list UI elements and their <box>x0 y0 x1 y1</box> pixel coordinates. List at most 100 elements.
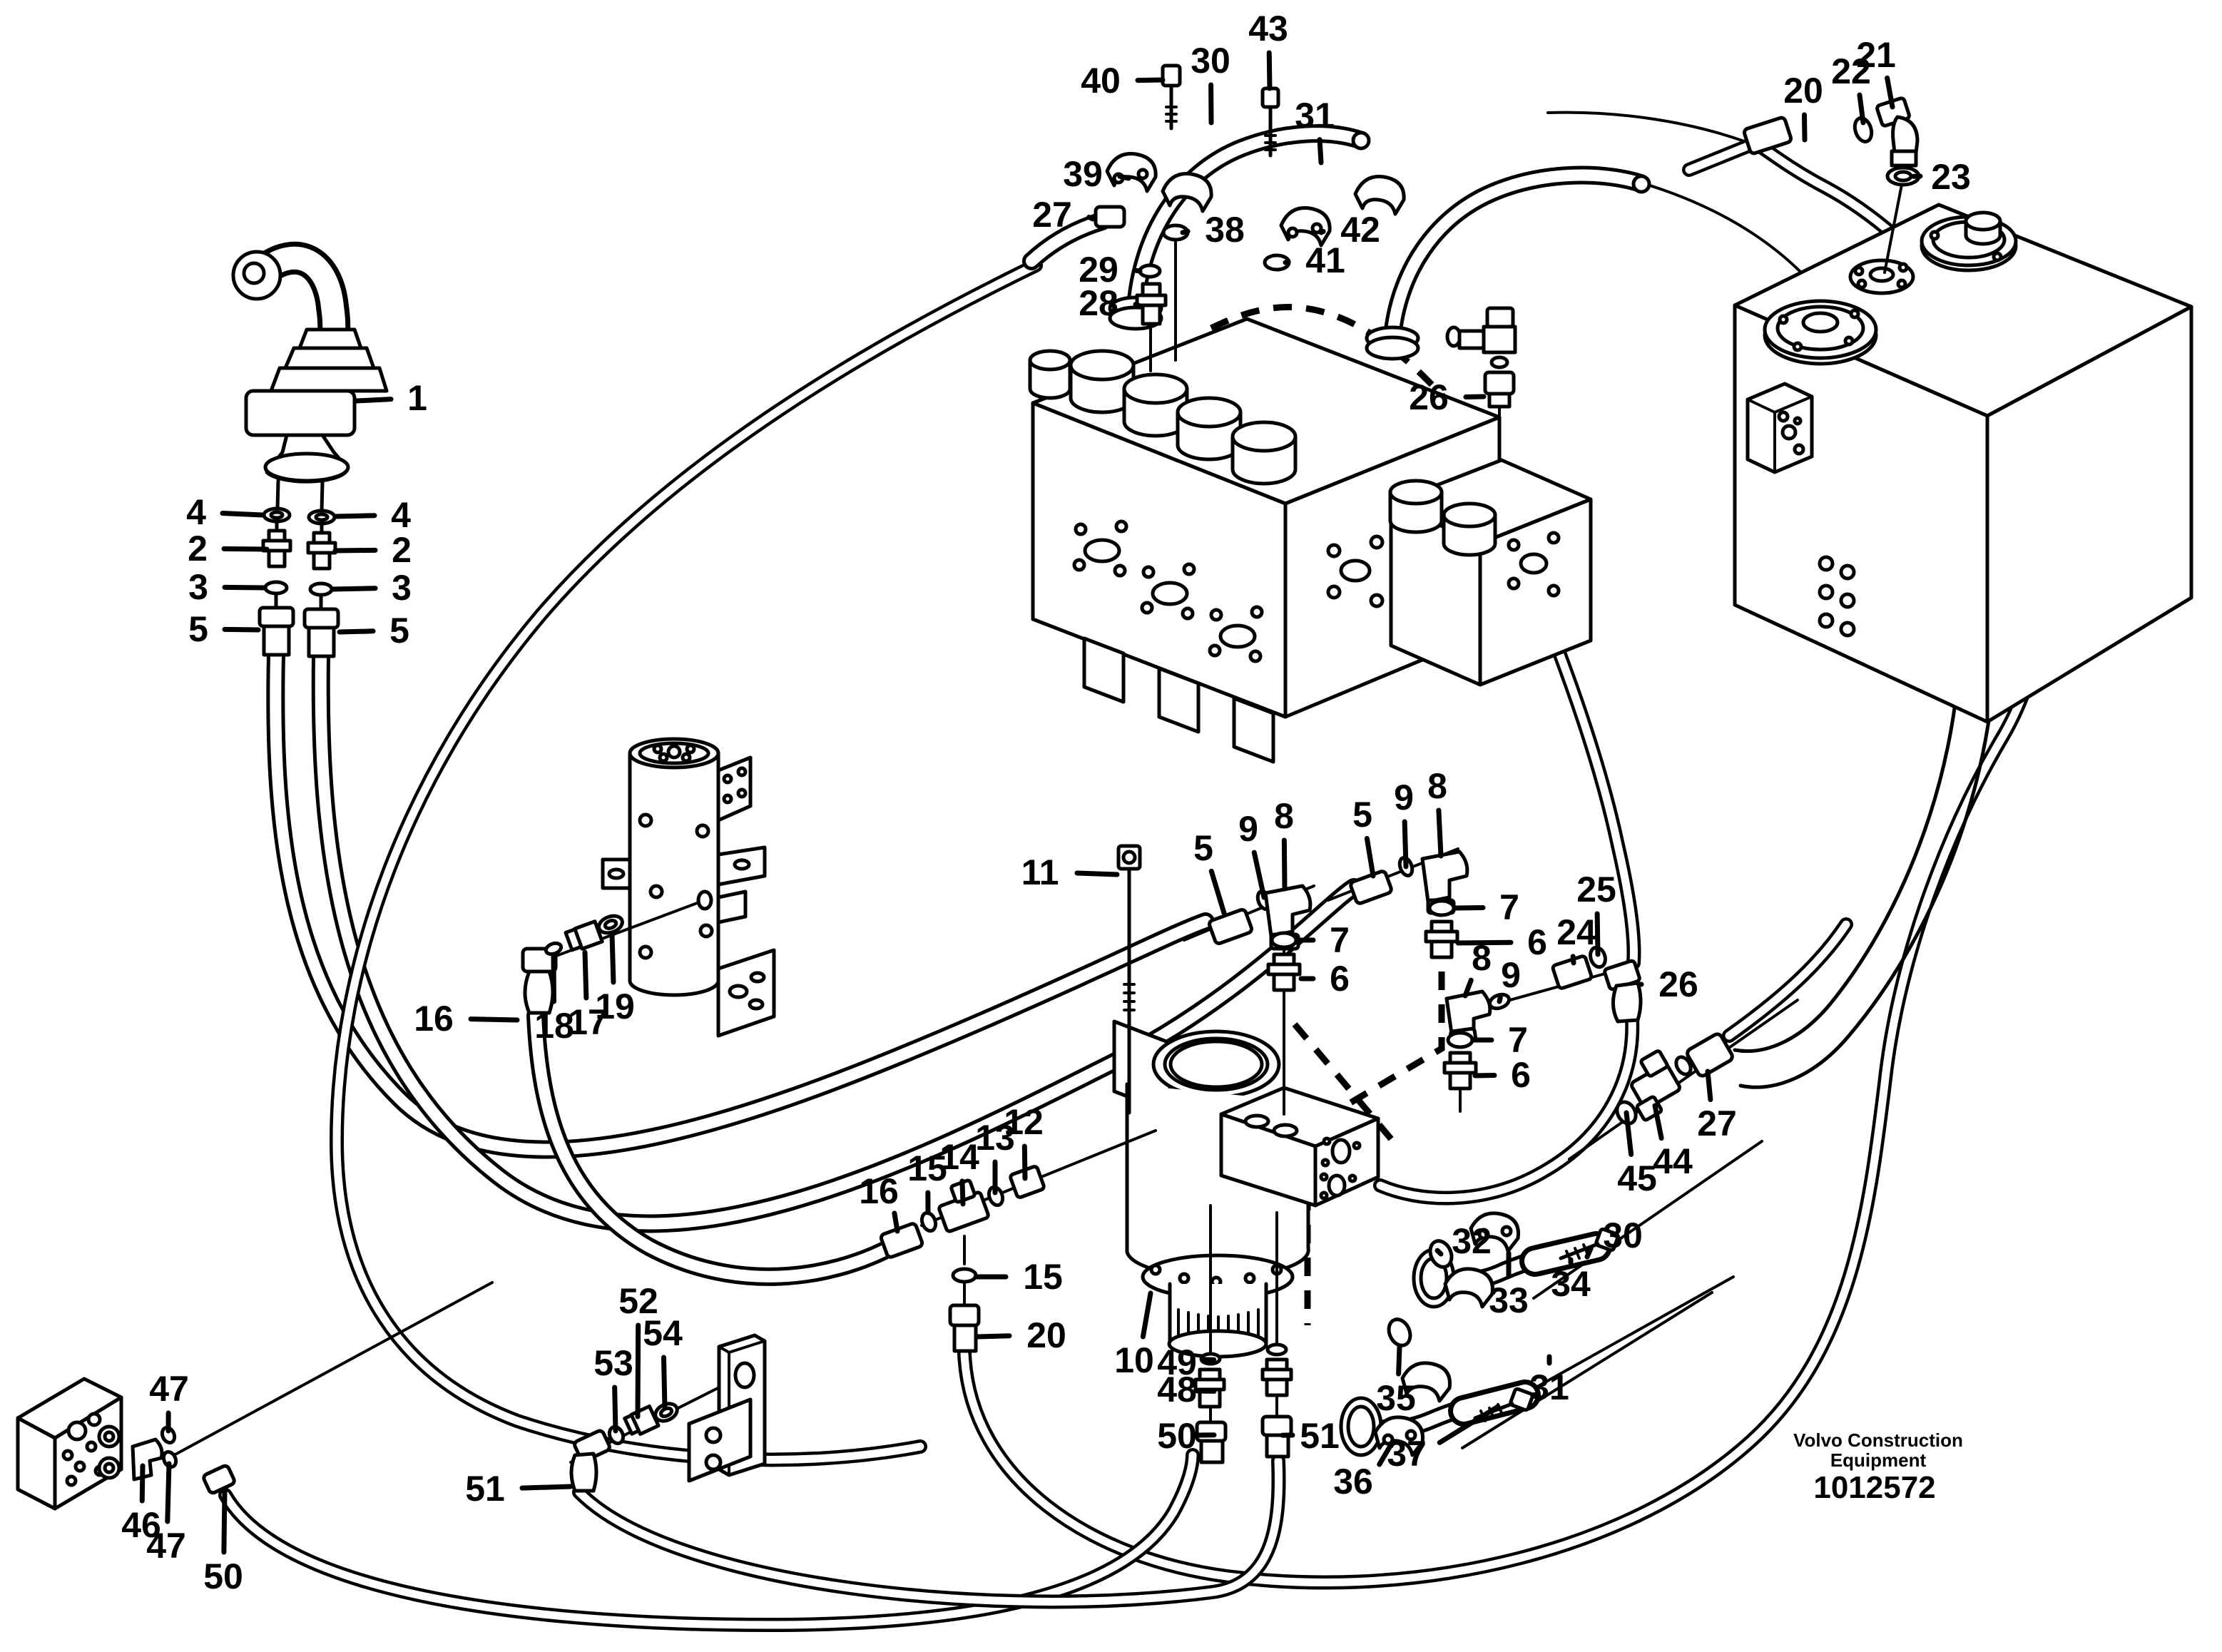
callout-45-label: 45 <box>1617 1158 1657 1198</box>
brand-line1: Volvo Construction <box>1793 1429 1963 1451</box>
callout-15: 15 <box>907 1148 947 1215</box>
callout-1-label: 1 <box>407 378 427 418</box>
callout-30: 30 <box>1584 1215 1643 1260</box>
callout-45: 45 <box>1617 1110 1657 1198</box>
callout-5-leader <box>1208 868 1227 916</box>
callout-29-label: 29 <box>1079 250 1118 290</box>
callout-33-label: 33 <box>1489 1280 1529 1320</box>
flange-clamp-42 <box>1279 175 1406 248</box>
callout-44-label: 44 <box>1653 1141 1693 1181</box>
clamp-33-lower <box>1443 1267 1494 1309</box>
callout-5-label: 5 <box>389 611 409 651</box>
callout-35-label: 35 <box>1376 1378 1416 1418</box>
callout-10-label: 10 <box>1114 1340 1154 1380</box>
callout-3-leader <box>330 586 378 592</box>
bolt-40 <box>1161 63 1182 131</box>
callout-8-label: 8 <box>1472 938 1492 978</box>
flange-hose-30 <box>1412 1140 1763 1309</box>
callout-44-leader <box>1652 1103 1664 1141</box>
footer-block: Volvo Construction Equipment 1012572 <box>1793 1429 1963 1505</box>
hose-routes <box>218 111 2056 1633</box>
callout-18-label: 18 <box>534 1006 574 1046</box>
motor-port-block <box>1219 1086 1380 1208</box>
callout-3-label: 3 <box>392 568 412 608</box>
callout-31-label: 31 <box>1295 96 1335 136</box>
valve-bottom-tabs <box>1082 636 1275 764</box>
callout-9-label: 9 <box>1238 809 1258 849</box>
callout-12-leader <box>1021 1143 1028 1181</box>
callout-30-leader <box>1584 1245 1594 1260</box>
callout-14: 14 <box>939 1137 979 1207</box>
callout-38: 38 <box>1180 210 1245 250</box>
figure-number: 1012572 <box>1813 1470 1935 1505</box>
callout-53: 53 <box>593 1343 633 1434</box>
callout-8-leader <box>1436 807 1444 859</box>
callout-27-label: 27 <box>1697 1103 1737 1143</box>
callout-7-label: 7 <box>1508 1020 1528 1060</box>
callout-3-label: 3 <box>188 567 208 607</box>
callout-26-label: 26 <box>1658 964 1698 1004</box>
callout-47-label: 47 <box>146 1526 186 1566</box>
flange-hose-31 <box>1339 1275 1735 1457</box>
callout-5: 5 <box>337 611 409 651</box>
callout-30-label: 30 <box>1191 41 1230 81</box>
callout-12: 12 <box>1004 1102 1044 1181</box>
callout-13-label: 13 <box>975 1118 1015 1158</box>
callout-26: 26 <box>1409 377 1487 417</box>
callout-42-leader <box>1318 228 1326 235</box>
tee-fitting-26-valve <box>1445 306 1517 458</box>
brand-line2: Equipment <box>1830 1449 1927 1471</box>
callout-6-label: 6 <box>1527 922 1547 962</box>
callout-6-label: 6 <box>1511 1055 1531 1095</box>
callout-27-leader <box>1086 215 1096 222</box>
callout-50: 50 <box>1157 1416 1217 1456</box>
callout-53-leader <box>612 1385 618 1434</box>
callout-3-leader <box>222 584 267 591</box>
callout-36-leader <box>1377 1439 1395 1467</box>
callout-14-leader <box>959 1178 966 1207</box>
callout-24-leader <box>1570 954 1576 966</box>
callout-9-leader <box>1402 819 1409 870</box>
callout-20-label: 20 <box>1783 71 1823 111</box>
callout-8-label: 8 <box>1427 766 1447 806</box>
tank-cover-front <box>1763 299 1878 366</box>
callout-9-label: 9 <box>1394 777 1414 817</box>
hose-nut-5-right <box>302 607 340 658</box>
callout-6-leader <box>1455 939 1514 946</box>
callout-5: 5 <box>1193 828 1227 916</box>
o-ring-35 <box>1387 1317 1412 1347</box>
callout-42-label: 42 <box>1340 210 1380 250</box>
callout-5: 5 <box>188 609 261 649</box>
callout-51-leader <box>519 1484 574 1491</box>
callout-5-label: 5 <box>1352 795 1372 835</box>
callout-50-label: 50 <box>203 1556 243 1596</box>
fitting-group-b <box>1327 847 1469 959</box>
callout-16-label: 16 <box>414 999 454 1039</box>
callout-4: 4 <box>332 495 411 535</box>
callout-45-leader <box>1624 1110 1634 1157</box>
callout-46: 46 <box>121 1463 161 1545</box>
callout-23: 23 <box>1911 157 1971 197</box>
callout-41: 41 <box>1283 240 1345 280</box>
callout-6: 6 <box>1472 1055 1531 1095</box>
callout-35-leader <box>1396 1344 1402 1377</box>
callout-9: 9 <box>1497 955 1521 1004</box>
callout-5-leader <box>337 628 376 635</box>
callout-15-label: 15 <box>907 1148 947 1188</box>
callout-28: 28 <box>1079 283 1141 323</box>
callout-1-leader <box>354 397 394 404</box>
callout-48: 48 <box>1157 1370 1217 1409</box>
callout-52-label: 52 <box>618 1281 658 1321</box>
callout-11-leader <box>1074 870 1120 877</box>
callout-8: 8 <box>1274 796 1294 892</box>
swing-motor <box>1112 844 1380 1359</box>
callout-5-leader <box>222 626 261 633</box>
callout-16-leader <box>468 1016 520 1023</box>
callout-47-label: 47 <box>149 1369 189 1409</box>
swivel-joint <box>521 737 776 1038</box>
callout-9: 9 <box>1394 777 1414 870</box>
callout-10-leader <box>1140 1290 1153 1340</box>
callout-2-label: 2 <box>188 529 208 568</box>
